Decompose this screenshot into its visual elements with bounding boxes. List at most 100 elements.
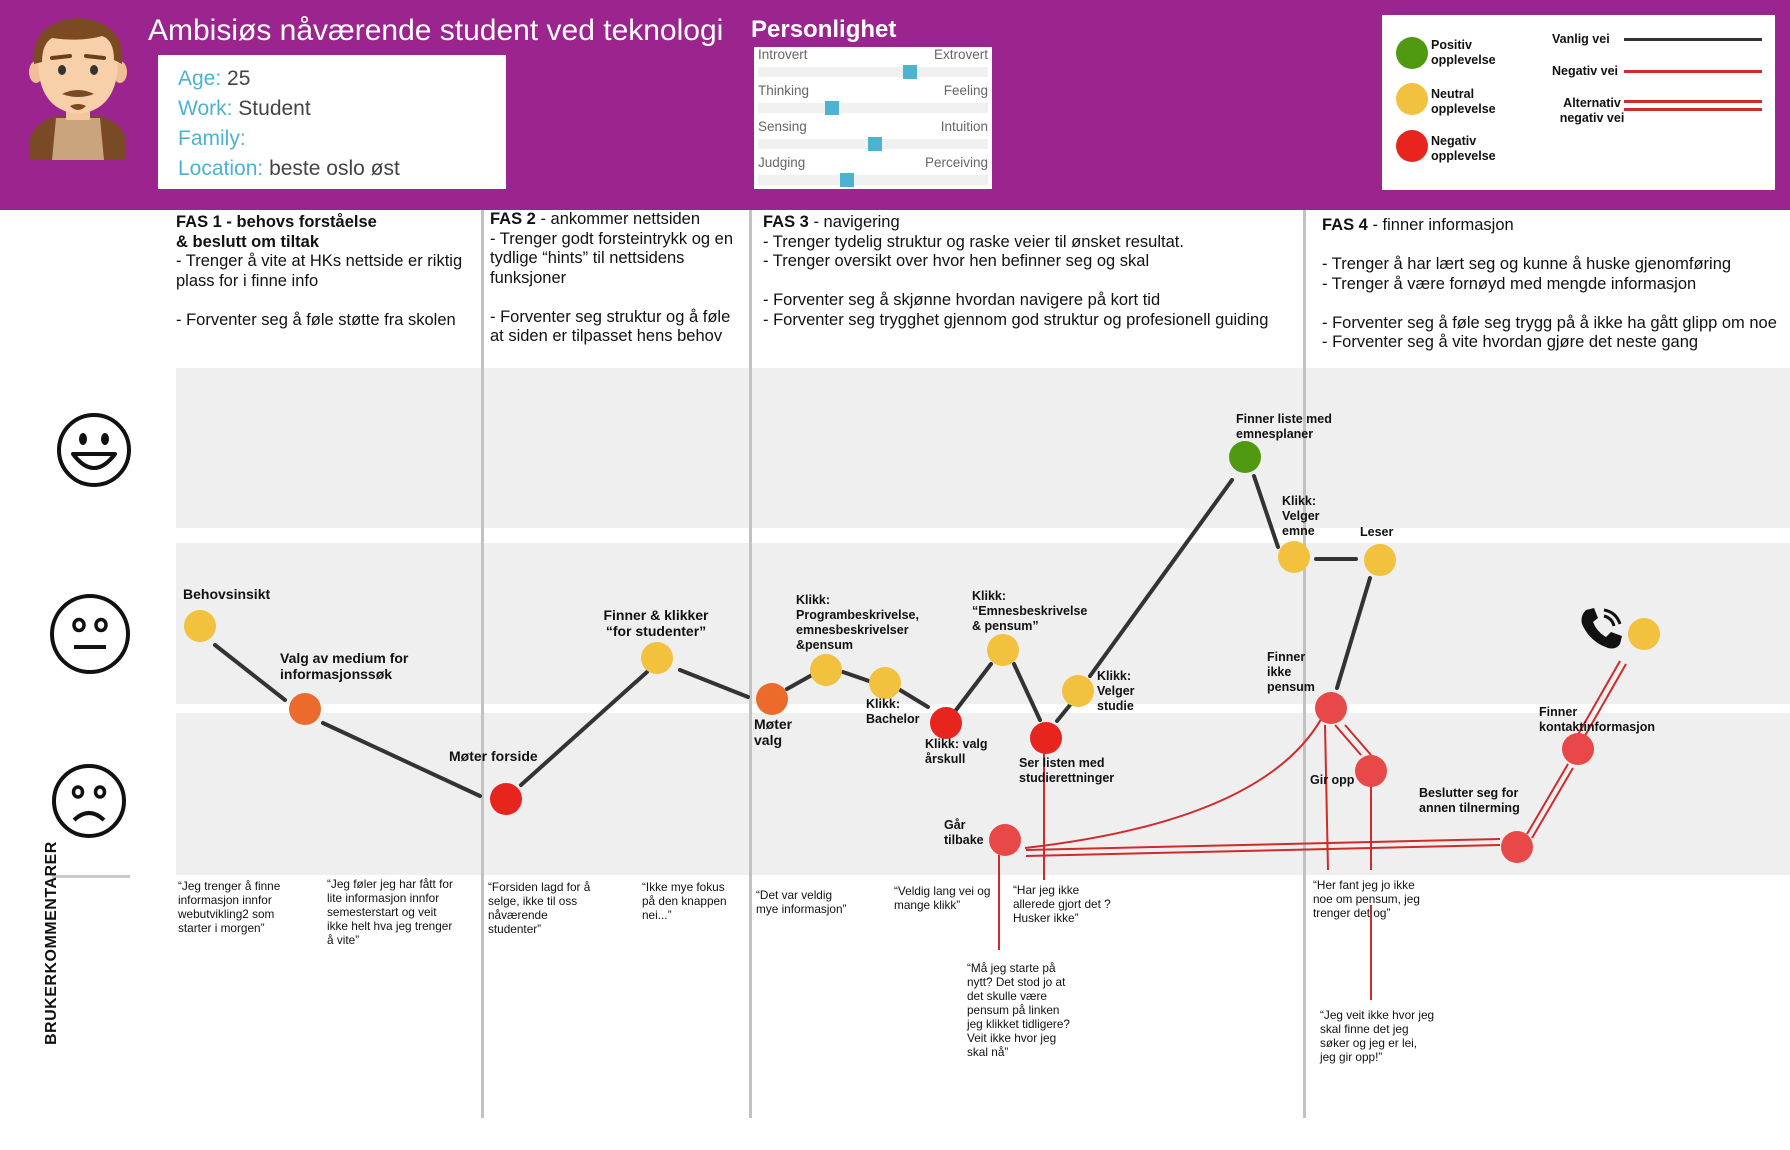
legend-negative-path-line [1624, 70, 1762, 73]
scale-marker [868, 137, 883, 151]
path-segment [1025, 838, 1501, 851]
sad-face-icon [52, 764, 126, 838]
journey-node [989, 824, 1021, 856]
phase-2: FAS 2 - ankommer nettsiden - Trenger god… [490, 210, 750, 347]
normal-path-lines [213, 474, 1372, 798]
node-label-gir-opp: Gir opp [1310, 773, 1355, 787]
journey-node [641, 642, 673, 674]
legend-alt-negative-path-line [1624, 108, 1762, 111]
legend-neutral-dot [1396, 83, 1428, 115]
scale-left-label: Introvert [758, 47, 808, 62]
band-positive [176, 368, 1790, 528]
user-comment: “Ikke mye fokus på den knappen nei...” [642, 880, 727, 922]
negative-path-lines [998, 660, 1627, 1000]
node-label-finner-ikke-pensum: Finner ikke pensum [1267, 650, 1315, 694]
node-label-beslutter: Beslutter seg for annen tilnerming [1419, 786, 1520, 815]
journey-node [1628, 618, 1660, 650]
journey-node [1062, 675, 1094, 707]
journey-node [1278, 541, 1310, 573]
phase-divider [1303, 210, 1306, 1118]
node-label-programbeskrivelse: Klikk: Programbeskrivelse, emnesbeskrive… [796, 593, 919, 652]
scale-left-label: Thinking [758, 83, 810, 98]
scale-right-label: Feeling [943, 83, 988, 98]
phase-divider [481, 210, 484, 1118]
phase-3-title: FAS 3 [763, 213, 809, 231]
path-segment [1334, 724, 1362, 756]
journey-node [1501, 831, 1533, 863]
legend-positive-label: Positiv opplevelse [1431, 38, 1496, 67]
node-label-moter-forside: Møter forside [449, 748, 538, 764]
journey-node [1364, 544, 1396, 576]
location-value: beste oslo øst [269, 157, 400, 180]
scale-marker [824, 101, 839, 115]
journey-node [869, 667, 901, 699]
personality-scale: Thinking Feeling [758, 83, 988, 119]
legend-positive-dot [1396, 37, 1428, 69]
path-segment [954, 662, 993, 712]
neutral-face-icon [50, 594, 130, 674]
legend-negative-label: Negativ opplevelse [1431, 134, 1496, 163]
user-comment: “Forsiden lagd for å selge, ikke til oss… [488, 880, 591, 936]
user-comment: “Må jeg starte på nytt? Det stod jo at d… [967, 961, 1070, 1059]
phase-2-title-rest: - ankommer nettsiden [535, 210, 701, 228]
legend-normal-path-line [1624, 38, 1762, 41]
path-segment [1252, 474, 1280, 549]
path-segment [1575, 660, 1621, 739]
phase-line: tydlige “hints” til nettsidens [490, 249, 685, 267]
phase-line: - Forventer seg å føle seg trygg på å ik… [1322, 313, 1777, 332]
phase-line: - Trenger godt forsteintrykk og en [490, 229, 734, 248]
user-comment: “Har jeg ikke allerede gjort det ? Huske… [1013, 883, 1111, 925]
personality-scale: Introvert Extrovert [758, 47, 988, 83]
journey-node [1562, 733, 1594, 765]
phase-line: - Forventer seg å føle støtte fra skolen [176, 310, 456, 329]
path-segment [1088, 478, 1234, 678]
path-segment [519, 670, 649, 787]
persona-title: Ambisiøs nåværende student ved teknologi [148, 14, 724, 47]
node-label-velger-studie: Klikk: Velger studie [1097, 669, 1135, 713]
journey-node [1315, 692, 1347, 724]
phase-divider [749, 210, 752, 1118]
phase-line: - Forventer seg struktur og å føle [490, 307, 731, 326]
node-label-velger-emne: Klikk: Velger emne [1282, 494, 1320, 538]
legend-normal-path-label: Vanlig vei [1552, 32, 1610, 46]
phase-4-title-rest: - finner informasjon [1367, 216, 1514, 234]
legend-alt-negative-path-line [1624, 100, 1762, 103]
work-value: Student [238, 97, 311, 120]
phase-1-title-2: & beslutt om tiltak [176, 232, 320, 251]
journey-node [184, 610, 216, 642]
node-label-finner-klikker: Finner & klikker “for studenter” [603, 607, 709, 639]
journey-node [1030, 722, 1062, 754]
user-comment: “Jeg veit ikke hvor jeg skal finne det j… [1320, 1008, 1435, 1064]
persona-info-card: Age: 25 Work: Student Family: Location: … [158, 55, 506, 189]
path-segment [1055, 703, 1072, 723]
path-segment [898, 688, 930, 709]
phase-4-title: FAS 4 [1322, 216, 1368, 234]
journey-node [1355, 755, 1387, 787]
work-label: Work: [178, 97, 233, 120]
scale-track [758, 175, 988, 185]
user-comment: “Veldig lang vei og mange klikk” [894, 884, 991, 912]
node-label-emnesbeskrivelse: Klikk: “Emnesbeskrivelse & pensum” [972, 589, 1088, 633]
location-label: Location: [178, 157, 264, 180]
phase-line: - Trenger å har lært seg og kunne å husk… [1322, 255, 1732, 273]
user-comment: “Her fant jeg jo ikke noe om pensum, jeg… [1313, 878, 1420, 920]
age-value: 25 [227, 67, 251, 90]
age-label: Age: [178, 67, 222, 90]
persona-avatar [29, 18, 127, 160]
user-comment: “Jeg trenger å finne informasjon innfor … [178, 879, 281, 935]
node-label-behovsinsikt: Behovsinsikt [183, 586, 271, 602]
scale-right-label: Extrovert [933, 47, 988, 62]
path-segment [321, 721, 482, 798]
path-segment [1024, 711, 1326, 849]
journey-node [810, 654, 842, 686]
path-segment [1344, 724, 1372, 756]
comments-separator [52, 875, 130, 878]
scale-marker [840, 173, 855, 187]
journey-node [289, 693, 321, 725]
phase-line: - Trenger oversikt over hvor hen befinne… [763, 252, 1150, 270]
phase-4: FAS 4 - finner informasjon - Trenger å h… [1322, 216, 1782, 353]
work-row: Work: Student [178, 97, 311, 121]
journey-nodes [184, 441, 1660, 863]
phase-1: FAS 1 - behovs forståelse & beslutt om t… [176, 213, 476, 330]
